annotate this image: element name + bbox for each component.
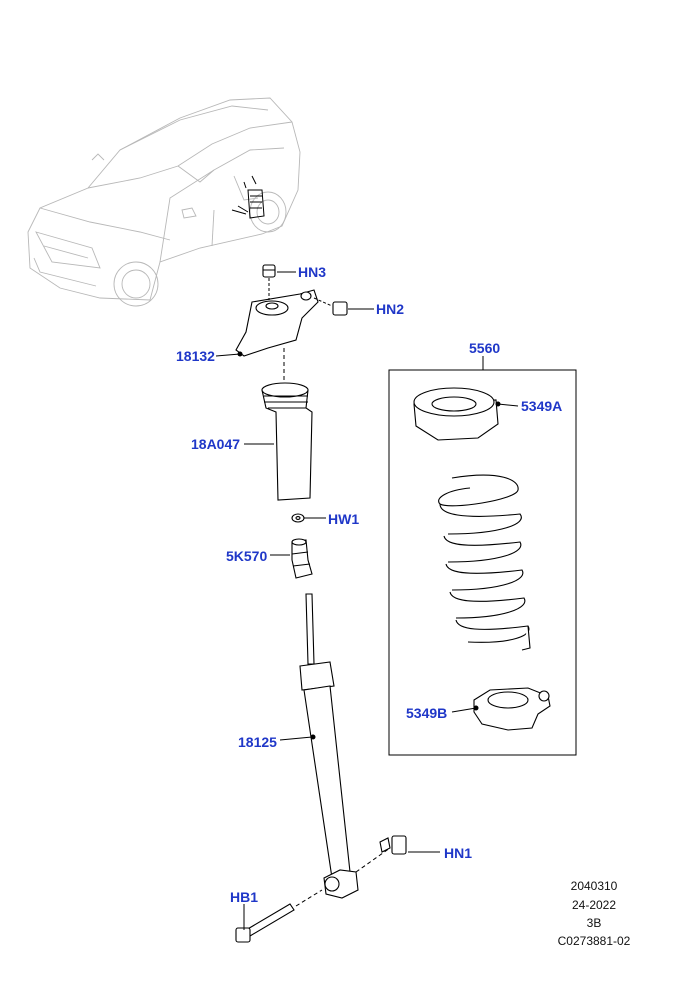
bolt-hb1 [235, 889, 323, 943]
diagram-code-2: 24-2022 [571, 898, 617, 912]
vehicle-suspension-highlight [231, 175, 265, 219]
callout-18125: 18125 [238, 734, 277, 750]
lower-spring-seat [473, 687, 551, 731]
callout-18a047: 18A047 [191, 436, 240, 452]
callout-hw1: HW1 [328, 511, 359, 527]
callout-5349a: 5349A [521, 398, 562, 414]
callout-hb1: HB1 [230, 889, 258, 905]
callout-hn1: HN1 [444, 845, 472, 861]
upper-mount-bracket [235, 289, 319, 357]
callout-5560: 5560 [469, 340, 500, 356]
diagram-code-1: 2040310 [570, 879, 618, 893]
leader-lines [215, 271, 519, 930]
callout-hn2: HN2 [376, 301, 404, 317]
diagram-code-4: C0273881-02 [557, 934, 631, 948]
shock-absorber [299, 593, 359, 899]
callout-5349b: 5349B [406, 705, 447, 721]
diagram-code-3: 3B [586, 916, 602, 930]
nut-hn3 [262, 264, 276, 300]
callout-5k570: 5K570 [226, 548, 267, 564]
nut-hn1 [355, 835, 407, 873]
upper-spring-seat [413, 387, 501, 441]
washer-hw1 [291, 513, 305, 523]
coil-spring [438, 474, 531, 651]
callout-18132: 18132 [176, 348, 215, 364]
callout-hn3: HN3 [298, 264, 326, 280]
nut-hn2 [313, 297, 348, 316]
dust-boot [261, 348, 313, 501]
vehicle-illustration [27, 97, 301, 307]
bump-stop [291, 538, 313, 579]
